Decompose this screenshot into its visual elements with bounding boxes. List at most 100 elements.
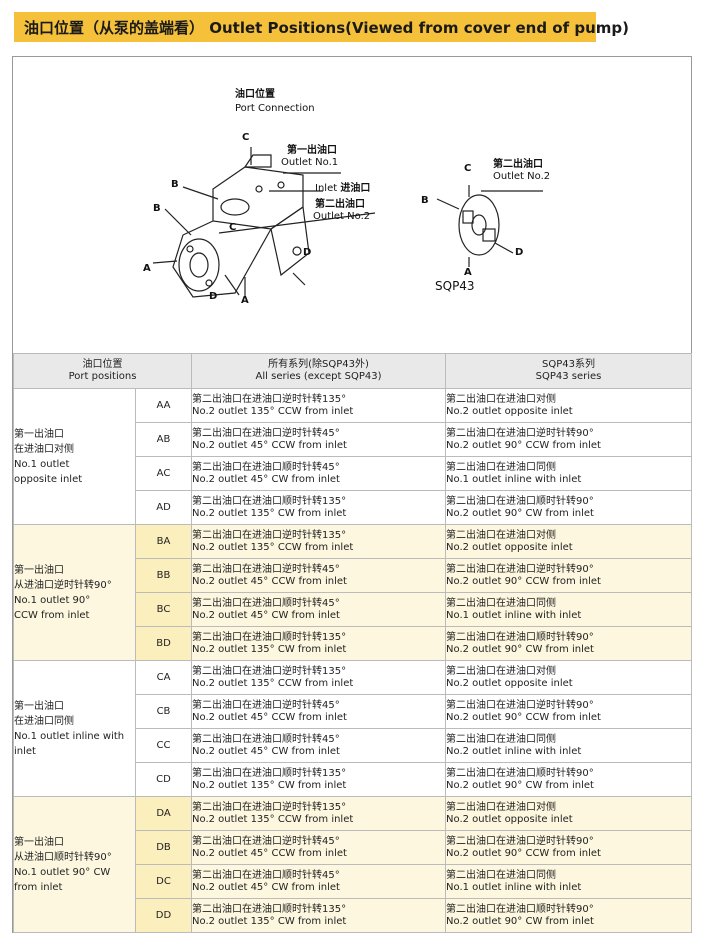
group-a: 第一出油口 在进油口对侧 No.1 outlet opposite inlet … [13, 388, 693, 525]
group-c: 第一出油口 在进油口同侧 No.1 outlet inline with inl… [13, 660, 693, 797]
group-label: 第一出油口 在进油口同侧 No.1 outlet inline with inl… [13, 660, 136, 797]
sqp-outlet2-cn: 第二出油口 [493, 159, 543, 170]
all-series-cell: 第二出油口在进油口顺时针转45°No.2 outlet 45° CW from … [191, 864, 447, 899]
label-d-left-right: D [303, 247, 312, 258]
all-series-cell: 第二出油口在进油口逆时针转45°No.2 outlet 45° CCW from… [191, 694, 447, 729]
all-series-cell: 第二出油口在进油口顺时针转135°No.2 outlet 135° CW fro… [191, 490, 447, 525]
shaft-bore [189, 252, 209, 278]
group-d: 第一出油口 从进油口顺时针转90° No.1 outlet 90° CW fro… [13, 796, 693, 933]
table-row: 第一出油口 在进油口对侧 No.1 outlet opposite inlet … [13, 388, 693, 525]
table-row: DC 第二出油口在进油口顺时针转45°No.2 outlet 45° CW fr… [14, 864, 693, 899]
front-flange [178, 238, 220, 292]
mounting-flange [270, 205, 310, 277]
header-port-positions: 油口位置 Port positions [12, 353, 193, 389]
all-series-cell: 第二出油口在进油口逆时针转135°No.2 outlet 135° CCW fr… [191, 796, 447, 831]
table-row: AB 第二出油口在进油口逆时针转45°No.2 outlet 45° CCW f… [14, 422, 693, 457]
outlet1-boss [243, 154, 272, 168]
table-row: BB 第二出油口在进油口逆时针转45°No.2 outlet 45° CCW f… [14, 558, 693, 593]
group-label: 第一出油口 在进油口对侧 No.1 outlet opposite inlet [13, 388, 136, 525]
pump-cover-block [212, 166, 304, 230]
port-connection-cn: 油口位置 [235, 89, 275, 100]
all-series-cell: 第二出油口在进油口逆时针转45°No.2 outlet 45° CCW from… [191, 422, 447, 457]
title-bar: 油口位置（从泵的盖端看） Outlet Positions(Viewed fro… [14, 12, 629, 42]
row-code: AB [134, 422, 193, 457]
row-code: DB [134, 830, 193, 865]
row-code: CC [134, 728, 193, 763]
label-c-left-mid: C [229, 222, 237, 233]
label-b-left-mid: B [153, 203, 161, 214]
sqp43-cell: 第二出油口在进油口顺时针转90°No.2 outlet 90° CW from … [445, 490, 693, 525]
outlet1-cn: 第一出油口 [287, 145, 337, 156]
all-series-cell: 第二出油口在进油口顺时针转135°No.2 outlet 135° CW fro… [191, 762, 447, 797]
label-b-right: B [421, 195, 429, 206]
all-series-cell: 第二出油口在进油口顺时针转135°No.2 outlet 135° CW fro… [191, 626, 447, 661]
row-code: BA [134, 524, 193, 559]
all-series-cell: 第二出油口在进油口逆时针转135°No.2 outlet 135° CCW fr… [191, 388, 447, 423]
header-sqp43-series: SQP43系列 SQP43 series [445, 353, 693, 389]
label-a-left: A [143, 263, 151, 274]
outlet2-en: Outlet No.2 [313, 211, 371, 222]
table-row: BC 第二出油口在进油口顺时针转45°No.2 outlet 45° CW fr… [14, 592, 693, 627]
all-series-cell: 第二出油口在进油口逆时针转135°No.2 outlet 135° CCW fr… [191, 524, 447, 559]
header-all-series: 所有系列(除SQP43外) All series (except SQP43) [191, 353, 447, 389]
label-d-right: D [515, 247, 524, 258]
all-series-cell: 第二出油口在进油口顺时针转135°No.2 outlet 135° CW fro… [191, 898, 447, 933]
pump-drawing [152, 147, 543, 298]
port-diagram: 油口位置 Port Connection 第一出油口 Outlet No.1 I… [13, 57, 691, 353]
sqp-outlet2-en: Outlet No.2 [493, 171, 551, 182]
label-a-right: A [464, 267, 472, 278]
row-code: CA [134, 660, 193, 695]
port-connection-en: Port Connection [235, 103, 315, 114]
label-c-left: C [242, 132, 250, 143]
table-row: 第一出油口 在进油口同侧 No.1 outlet inline with inl… [13, 660, 693, 797]
sqp43-body [458, 194, 500, 256]
outlet2-cn: 第二出油口 [315, 199, 365, 210]
label-a-left-bottom: A [241, 295, 249, 306]
label-d-left-bottom: D [209, 291, 218, 302]
inlet-port [220, 198, 250, 216]
inlet-cn: 进油口 [340, 183, 371, 194]
sqp43-cell: 第二出油口在进油口逆时针转90°No.2 outlet 90° CCW from… [445, 558, 693, 593]
all-series-cell: 第二出油口在进油口顺时针转45°No.2 outlet 45° CW from … [191, 592, 447, 627]
table-row: AD 第二出油口在进油口顺时针转135°No.2 outlet 135° CW … [14, 490, 693, 525]
row-code: CD [134, 762, 193, 797]
inlet-label: Inlet 进油口 [315, 183, 370, 195]
row-code: CB [134, 694, 193, 729]
all-series-cell: 第二出油口在进油口逆时针转135°No.2 outlet 135° CCW fr… [191, 660, 447, 695]
row-code: BB [134, 558, 193, 593]
table-row: CC 第二出油口在进油口顺时针转45°No.2 outlet 45° CW fr… [14, 728, 693, 763]
row-code: DC [134, 864, 193, 899]
sqp43-cell: 第二出油口在进油口顺时针转90°No.2 outlet 90° CW from … [445, 762, 693, 797]
sqp43-cell: 第二出油口在进油口逆时针转90°No.2 outlet 90° CCW from… [445, 694, 693, 729]
port-positions-table: 油口位置 Port positions 所有系列(除SQP43外) All se… [12, 353, 693, 933]
table-row: 第一出油口 从进油口逆时针转90° No.1 outlet 90° CCW fr… [13, 524, 693, 661]
all-series-cell: 第二出油口在进油口逆时针转45°No.2 outlet 45° CCW from… [191, 830, 447, 865]
table-row: DD 第二出油口在进油口顺时针转135°No.2 outlet 135° CW … [14, 898, 693, 933]
page-title: 油口位置（从泵的盖端看） Outlet Positions(Viewed fro… [24, 18, 629, 37]
row-code: DA [134, 796, 193, 831]
all-series-cell: 第二出油口在进油口顺时针转45°No.2 outlet 45° CW from … [191, 728, 447, 763]
row-code: BD [134, 626, 193, 661]
sqp43-cell: 第二出油口在进油口逆时针转90°No.2 outlet 90° CCW from… [445, 422, 693, 457]
group-b: 第一出油口 从进油口逆时针转90° No.1 outlet 90° CCW fr… [13, 524, 693, 661]
row-code: AA [134, 388, 193, 423]
outlet1-en: Outlet No.1 [281, 157, 339, 168]
group-label: 第一出油口 从进油口顺时针转90° No.1 outlet 90° CW fro… [13, 796, 136, 933]
table-row: 第一出油口 从进油口顺时针转90° No.1 outlet 90° CW fro… [13, 796, 693, 933]
model-label: SQP43 [435, 279, 475, 293]
label-b-left-top: B [171, 179, 179, 190]
all-series-cell: 第二出油口在进油口顺时针转45°No.2 outlet 45° CW from … [191, 456, 447, 491]
table-row: CB 第二出油口在进油口逆时针转45°No.2 outlet 45° CCW f… [14, 694, 693, 729]
sqp43-cell: 第二出油口在进油口顺时针转90°No.2 outlet 90° CW from … [445, 898, 693, 933]
content-frame: 油口位置 Port Connection 第一出油口 Outlet No.1 I… [12, 56, 693, 933]
sqp43-cell: 第二出油口在进油口顺时针转90°No.2 outlet 90° CW from … [445, 626, 693, 661]
row-code: AC [134, 456, 193, 491]
